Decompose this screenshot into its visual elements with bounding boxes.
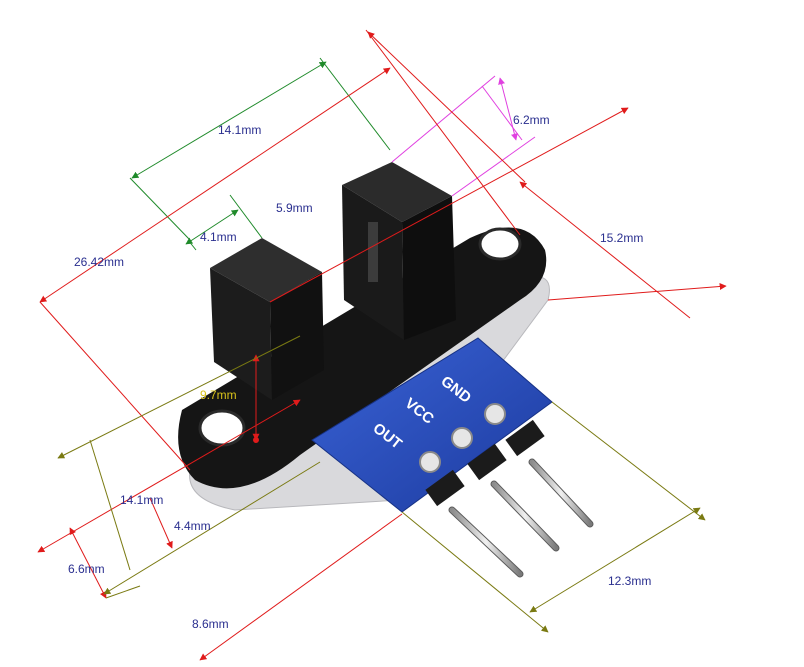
- dimension-labels: 14.1mm 4.1mm 5.9mm 6.2mm 26.42mm 15.2mm …: [68, 113, 651, 631]
- sensor-module: GND VCC OUT: [178, 162, 594, 578]
- label-height-8-6: 8.6mm: [192, 617, 229, 631]
- label-depth-15-2: 15.2mm: [600, 231, 643, 245]
- solder-joint-gnd: [484, 403, 506, 425]
- label-pcb-12-3: 12.3mm: [608, 574, 651, 588]
- solder-joint-vcc: [451, 427, 473, 449]
- label-height-9-7: 9.7mm: [200, 388, 237, 402]
- label-gap-4-1: 4.1mm: [200, 230, 237, 244]
- label-length-26-42: 26.42mm: [74, 255, 124, 269]
- label-slot-5-9: 5.9mm: [276, 201, 313, 215]
- mounting-hole-right: [478, 227, 522, 261]
- label-height-6-6: 6.6mm: [68, 562, 105, 576]
- label-width-14-1-bottom: 14.1mm: [120, 493, 163, 507]
- front-tower: [210, 238, 324, 400]
- mounting-hole-left: [198, 409, 246, 447]
- dimension-lines: [37, 29, 727, 661]
- label-offset-4-4: 4.4mm: [174, 519, 211, 533]
- label-depth-6-2: 6.2mm: [513, 113, 550, 127]
- label-width-14-1-top: 14.1mm: [218, 123, 261, 137]
- solder-joint-out: [419, 451, 441, 473]
